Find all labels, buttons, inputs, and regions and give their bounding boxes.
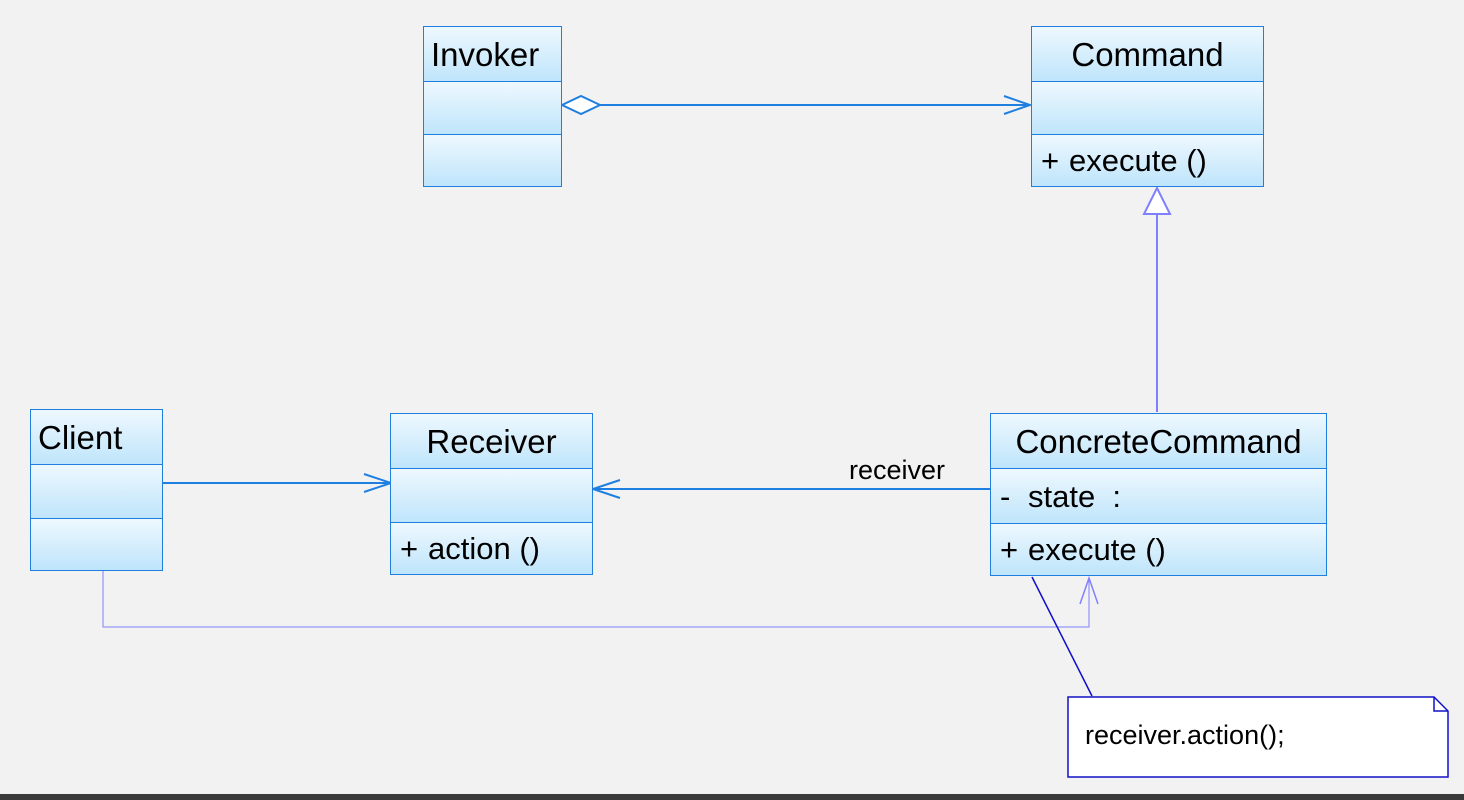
generalization-concrete-command	[1142, 185, 1172, 412]
attribute-state: state :	[1028, 478, 1122, 514]
operation-visibility: +	[1041, 142, 1060, 178]
attribute-visibility: -	[1000, 478, 1011, 514]
association-concrete-receiver	[589, 479, 990, 499]
class-concrete-command[interactable]: ConcreteCommand - state : + execute ()	[990, 413, 1327, 576]
operation-action: action ()	[428, 530, 540, 566]
note-shape	[1067, 696, 1449, 778]
class-client-attributes	[31, 464, 162, 518]
class-invoker-attributes	[424, 81, 561, 134]
class-invoker[interactable]: Invoker	[423, 26, 562, 187]
class-concrete-command-attribute: - state :	[991, 468, 1326, 523]
operation-visibility: +	[400, 530, 419, 566]
aggregation-invoker-command	[559, 94, 1034, 116]
association-client-receiver	[163, 473, 395, 493]
class-concrete-command-operation: + execute ()	[991, 523, 1326, 574]
operation-execute: execute ()	[1028, 531, 1166, 567]
note-anchor-line	[1031, 576, 1093, 697]
class-concrete-command-name: ConcreteCommand	[991, 414, 1326, 468]
class-command-operation: + execute ()	[1032, 134, 1263, 185]
class-command-name: Command	[1032, 27, 1263, 81]
class-receiver-name: Receiver	[391, 414, 592, 468]
operation-execute: execute ()	[1069, 142, 1207, 178]
class-client-operations	[31, 518, 162, 569]
class-command[interactable]: Command + execute ()	[1031, 26, 1264, 187]
operation-visibility: +	[1000, 531, 1019, 567]
note[interactable]: receiver.action();	[1067, 696, 1449, 778]
class-receiver[interactable]: Receiver + action ()	[390, 413, 593, 575]
dependency-client-concrete	[102, 571, 1099, 628]
association-role-receiver: receiver	[849, 455, 946, 485]
class-client-name: Client	[31, 410, 162, 464]
class-client[interactable]: Client	[30, 409, 163, 571]
class-invoker-name: Invoker	[424, 27, 561, 81]
class-command-attributes	[1032, 81, 1263, 134]
class-receiver-operation: + action ()	[391, 522, 592, 573]
class-receiver-attributes	[391, 468, 592, 522]
bottom-bar	[0, 794, 1464, 800]
note-text: receiver.action();	[1085, 720, 1285, 750]
class-invoker-operations	[424, 134, 561, 185]
